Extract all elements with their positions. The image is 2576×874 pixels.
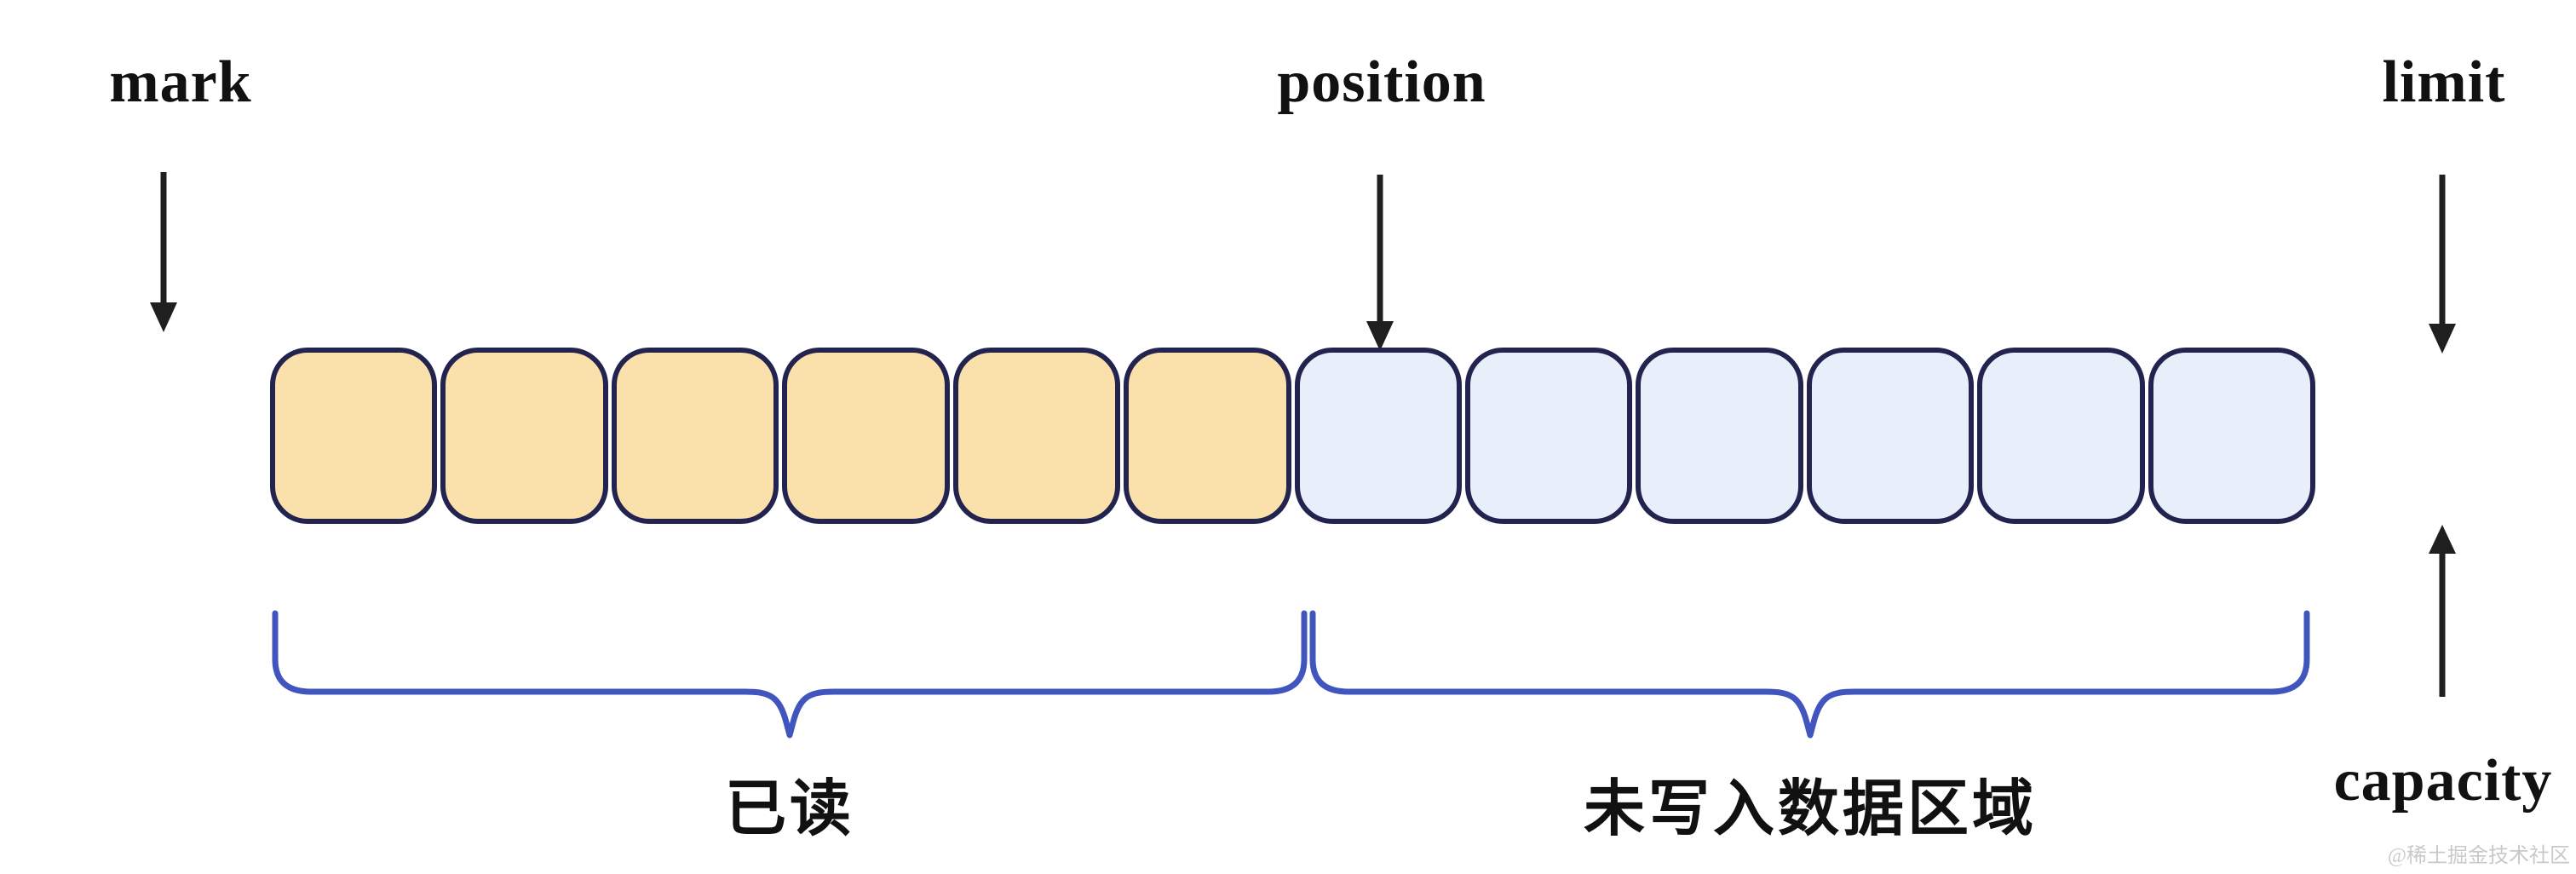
- mark-label: mark: [109, 49, 252, 115]
- limit-arrow-down-icon: [2429, 175, 2456, 354]
- buffer-cell-read: [952, 348, 1121, 524]
- buffer-cell-unwritten: [1977, 348, 2145, 524]
- buffer-cell-read: [782, 348, 950, 524]
- buffer-cell-unwritten: [1636, 348, 1803, 524]
- buffer-cell-unwritten: [1464, 348, 1633, 524]
- unwritten-region-brace: [1309, 610, 2310, 739]
- limit-label: limit: [2382, 49, 2506, 115]
- unwritten-region-label: 未写入数据区域: [1583, 775, 2038, 843]
- capacity-label: capacity: [2333, 748, 2553, 814]
- buffer-cell-unwritten: [2148, 348, 2316, 524]
- read-region-brace: [272, 610, 1308, 739]
- position-arrow-down-icon: [1366, 175, 1394, 351]
- buffer-cell-read: [611, 348, 779, 524]
- buffer-cell-unwritten: [1806, 348, 1975, 524]
- buffer-cell-unwritten: [1294, 348, 1462, 524]
- read-region-label: 已读: [724, 775, 855, 843]
- capacity-arrow-up-icon: [2429, 525, 2456, 697]
- watermark-text: @稀土掘金技术社区: [2387, 845, 2570, 867]
- buffer-cells-row: [270, 348, 2316, 524]
- buffer-cell-read: [270, 348, 438, 524]
- buffer-cell-read: [440, 348, 608, 524]
- position-label: position: [1277, 49, 1486, 115]
- buffer-cell-read: [1124, 348, 1291, 524]
- mark-arrow-down-icon: [150, 172, 177, 332]
